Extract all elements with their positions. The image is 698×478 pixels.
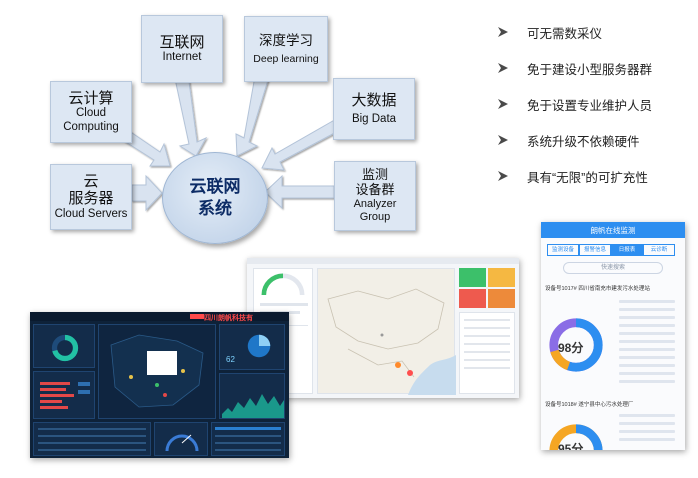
device-row-2[interactable]: 设备号1018# 遂宁县中心污水处理厂: [545, 402, 634, 408]
feature-item: 免于建设小型服务器群: [497, 50, 697, 86]
device-row-1[interactable]: 设备号1017# 四川省南充市建发污水处理站: [545, 286, 650, 292]
arrow-analyzer-group: [264, 174, 335, 210]
app-title: 朗帆在线监测: [590, 226, 636, 235]
node-deep-learning-en: Deep learning: [253, 52, 319, 65]
score-2: 95分: [558, 442, 584, 450]
arrowhead-bullet-icon: [498, 135, 508, 145]
status-tiles: [459, 268, 515, 308]
area-chart-icon: [222, 394, 284, 418]
score-donut-icon: [549, 424, 603, 450]
node-cloud-computing-en1: Cloud: [75, 107, 107, 120]
score-1: 98分: [558, 341, 584, 355]
node-internet-en: Internet: [162, 51, 202, 64]
feature-text: 免于设置专业维护人员: [527, 98, 653, 113]
score-donut-icon: [549, 318, 603, 372]
feature-text: 免于建设小型服务器群: [527, 62, 653, 77]
area-chart-panel: [219, 373, 285, 419]
table-panel-left: [33, 422, 151, 456]
arrow-big-data: [261, 117, 345, 171]
center-node-line1: 云联网: [189, 176, 241, 196]
arrowhead-bullet-icon: [498, 171, 508, 181]
gauge-panel: 62: [219, 324, 285, 370]
tab-monitor-devices[interactable]: 监测设备: [547, 244, 579, 256]
score-detail-lines: [619, 414, 675, 446]
node-internet: 互联网 Internet: [141, 15, 223, 83]
tab-alarm-info[interactable]: 报警信息: [579, 244, 611, 256]
arrow-cloud-servers: [131, 174, 163, 212]
node-big-data-zh: 大数据: [351, 92, 397, 110]
arrowhead-bullet-icon: [498, 99, 508, 109]
node-big-data-en: Big Data: [351, 112, 397, 125]
speedometer-icon: [165, 434, 199, 452]
dark-map-icon: [110, 334, 204, 408]
feature-text: 可无需数采仪: [527, 26, 603, 41]
donut-panel: [33, 324, 95, 368]
tab-daily-report[interactable]: 日报表: [611, 244, 643, 256]
search-input[interactable]: 快速搜索: [563, 262, 663, 274]
score-detail-lines: [619, 300, 675, 388]
node-analyzer-group: 监测 设备群 Analyzer Group: [334, 161, 416, 231]
speed-gauge-panel: [154, 422, 208, 456]
node-cloud-servers-zh2: 服务器: [68, 190, 114, 208]
node-cloud-computing: 云计算 Cloud Computing: [50, 81, 132, 143]
arrow-deep-learning: [235, 75, 269, 157]
feature-item: 系统升级不依赖硬件: [497, 122, 697, 158]
feature-list: 可无需数采仪 免于建设小型服务器群 免于设置专业维护人员 系统升级不依赖硬件 具…: [497, 14, 697, 194]
region-map-icon: [327, 288, 456, 395]
alarm-bars-panel: [33, 371, 95, 419]
node-big-data: 大数据 Big Data: [333, 78, 415, 140]
node-analyzer-group-en1: Analyzer: [353, 198, 397, 211]
center-node-line2: 系统: [198, 199, 232, 218]
app-tabs: 监测设备 报警信息 日报表 云诊断: [547, 244, 675, 256]
dashboard-brand-title: 四川朗帆科技有: [204, 315, 253, 322]
feature-item: 免于设置专业维护人员: [497, 86, 697, 122]
arrow-internet: [173, 73, 208, 157]
tab-cloud-diagnosis[interactable]: 云诊断: [643, 244, 675, 256]
mobile-app-screenshot: 朗帆在线监测 监测设备 报警信息 日报表 云诊断 快速搜索 设备号1017# 四…: [541, 222, 685, 450]
node-cloud-computing-zh: 云计算: [68, 90, 114, 108]
donut-chart-icon: [51, 334, 79, 362]
feature-item: 可无需数采仪: [497, 14, 697, 50]
feature-text: 系统升级不依赖硬件: [527, 134, 640, 149]
right-list-panel: [459, 312, 515, 394]
node-analyzer-group-zh1: 监测: [361, 167, 388, 183]
arrowhead-bullet-icon: [498, 27, 508, 37]
semicircle-gauge-icon: [261, 273, 305, 296]
feature-text: 具有“无限”的可扩充性: [527, 170, 648, 185]
node-analyzer-group-en2: Group: [359, 210, 391, 223]
node-cloud-servers-zh1: 云: [83, 173, 99, 191]
node-deep-learning: 深度学习 Deep learning: [244, 16, 328, 82]
node-internet-zh: 互联网: [159, 33, 205, 51]
node-cloud-servers: 云 服务器 Cloud Servers: [50, 164, 132, 230]
table-panel-right: [211, 422, 285, 456]
node-analyzer-group-zh2: 设备群: [355, 182, 395, 198]
map-panel: [317, 268, 456, 395]
pie-chart-icon: [247, 334, 271, 358]
node-cloud-servers-en: Cloud Servers: [54, 207, 128, 220]
center-node-cloud-network-system: 云联网 系统: [162, 152, 268, 244]
gauge-value: 62: [226, 355, 235, 364]
node-deep-learning-zh: 深度学习: [259, 33, 313, 49]
dark-map-panel: [98, 324, 216, 419]
arrowhead-bullet-icon: [498, 63, 508, 73]
dark-dashboard-screenshot: 四川朗帆科技有 62: [30, 312, 289, 458]
node-cloud-computing-en2: Computing: [63, 120, 119, 133]
feature-item: 具有“无限”的可扩充性: [497, 158, 697, 194]
